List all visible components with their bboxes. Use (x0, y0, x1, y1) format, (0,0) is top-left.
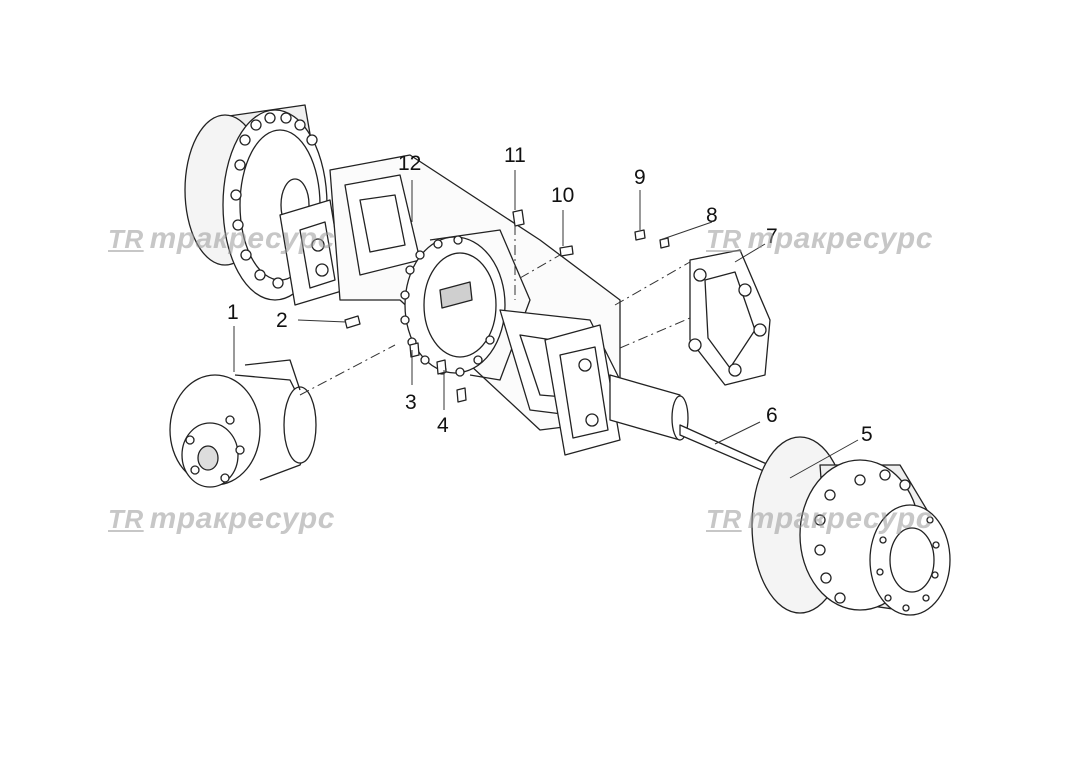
callout-12: 12 (398, 152, 422, 175)
callout-1: 1 (227, 301, 239, 324)
watermark-logo: TR (706, 224, 742, 254)
callout-6: 6 (766, 404, 778, 427)
callout-5: 5 (861, 423, 873, 446)
axle-shaft (609, 374, 781, 479)
callout-9: 9 (634, 166, 646, 189)
right-wheel-hub (751, 436, 951, 616)
watermark-logo: TR (706, 504, 742, 534)
watermark-text: тракресурс (747, 502, 933, 535)
watermark-logo: TR (108, 224, 144, 254)
left-brake-caliper (279, 199, 346, 306)
callout-3: 3 (405, 391, 417, 414)
watermark-logo: TR (108, 504, 144, 534)
callout-7: 7 (766, 225, 778, 248)
right-housing-caliper (544, 324, 621, 456)
watermark-text: тракресурс (149, 502, 335, 535)
callout-10: 10 (551, 184, 575, 207)
callout-11: 11 (504, 144, 526, 167)
callout-4: 4 (437, 414, 449, 437)
callout-8: 8 (706, 204, 718, 227)
watermark-text: тракресурс (149, 222, 335, 255)
brake-caliper-part (688, 249, 771, 386)
callout-2: 2 (276, 309, 288, 332)
watermark-text: тракресурс (747, 222, 933, 255)
differential-assembly (169, 359, 317, 488)
